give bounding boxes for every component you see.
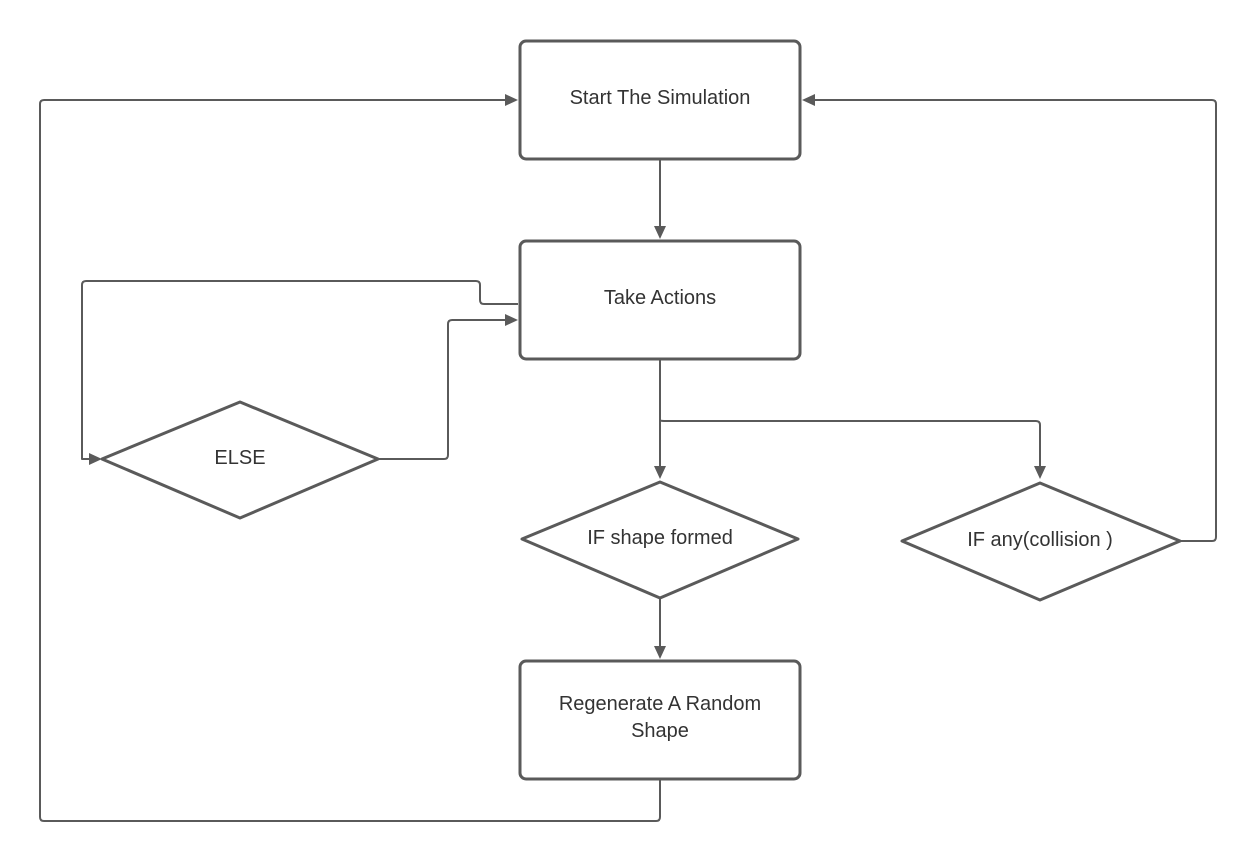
edge-start-to-take-actions [654,160,666,239]
edge-take-actions-to-if-shape-formed [654,360,666,479]
edge-else-to-take-actions [378,314,518,460]
node-else-label: ELSE [214,447,265,469]
node-take-actions: Take Actions [518,239,802,361]
node-start-simulation-label: Start The Simulation [570,87,751,109]
node-if-shape-formed-decision: IF shape formed [520,480,800,600]
edge-take-actions-to-else [81,280,518,465]
node-regenerate-shape: Regenerate A Random Shape [518,659,802,781]
node-if-collision-label: IF any(collision ) [967,529,1113,551]
node-take-actions-label: Take Actions [604,287,716,309]
edge-regenerate-to-start [39,94,661,822]
edge-take-actions-to-if-collision [659,419,1046,479]
node-else-decision: ELSE [100,400,380,520]
edge-if-shape-formed-to-regenerate [654,598,666,659]
node-regenerate-label-line2: Shape [631,720,689,742]
edge-if-collision-to-start [802,94,1217,542]
node-start-simulation: Start The Simulation [518,39,802,161]
node-regenerate-label-line1: Regenerate A Random [559,693,761,715]
node-if-collision-decision: IF any(collision ) [900,481,1182,602]
node-if-shape-formed-label: IF shape formed [587,527,733,549]
